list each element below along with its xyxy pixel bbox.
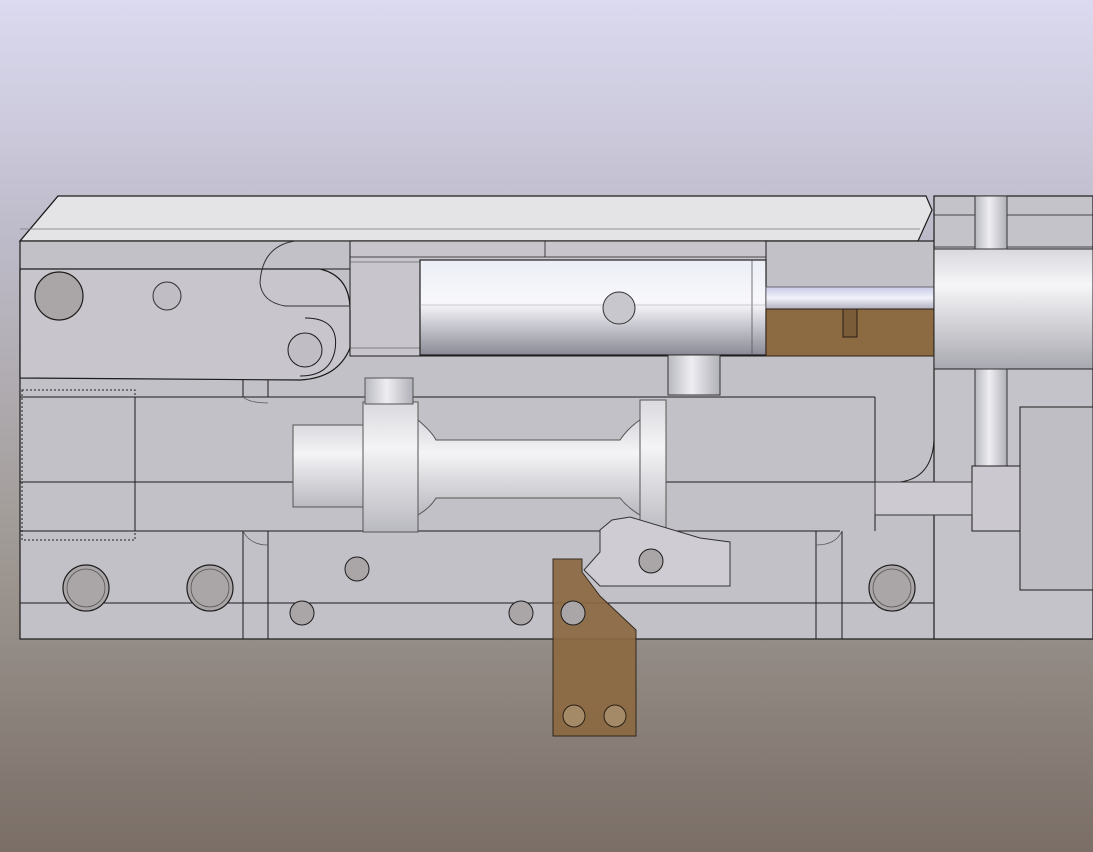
- link-pin: [287, 332, 323, 368]
- lever-arm[interactable]: [19, 240, 351, 381]
- right-block: [1019, 406, 1093, 591]
- fastener-holes: [62, 556, 916, 626]
- vertical-pin-bottom: [974, 368, 1008, 470]
- vertical-pin-top: [974, 195, 1008, 250]
- latch-hole: [638, 548, 664, 574]
- piston-boss: [667, 354, 721, 396]
- top-plate[interactable]: [18, 195, 933, 242]
- bronze-slider[interactable]: [765, 308, 935, 357]
- slider-slot: [842, 308, 858, 338]
- connector-shaft: [874, 481, 973, 516]
- big-cylinder: [933, 248, 1093, 370]
- spool-valve[interactable]: [292, 377, 667, 535]
- pivot-hole-large: [34, 271, 84, 321]
- right-housing[interactable]: [874, 195, 1093, 640]
- pin-hole: [152, 281, 182, 311]
- piston-pin: [602, 291, 636, 325]
- piston-rod: [765, 286, 935, 310]
- cylinder-piston[interactable]: [419, 259, 767, 396]
